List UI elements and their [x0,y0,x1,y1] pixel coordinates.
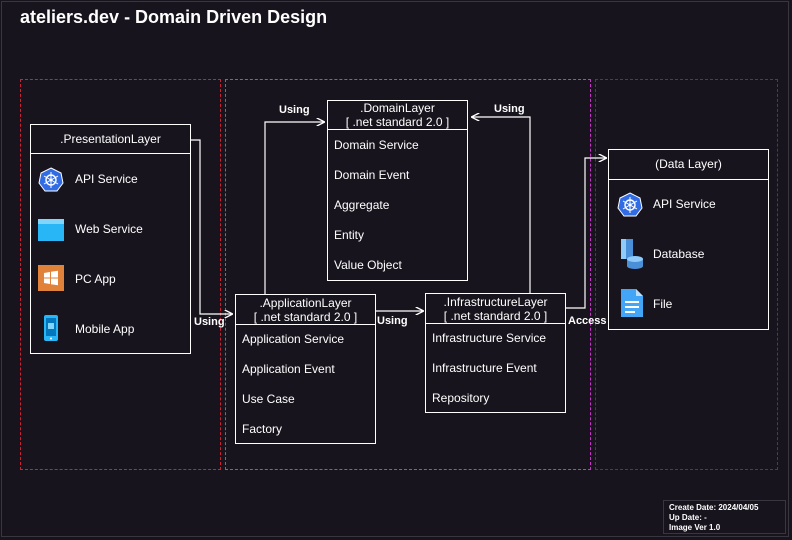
label-app-to-infra: Using [377,315,408,327]
label-app-to-domain: Using [279,104,310,116]
image-version: Image Ver 1.0 [669,523,721,532]
infrastructure-layer-framework: [ .net standard 2.0 ] [443,309,548,323]
data-region [595,79,778,470]
up-date: Up Date: - [669,513,707,522]
connector-infra-to-data [566,158,606,309]
create-date: Create Date: 2024/04/05 [669,503,759,512]
presentation-region [20,79,221,470]
connector-app-to-domain [264,122,324,294]
presentation-item-mobile-app: Mobile App [75,322,135,336]
infrastructure-item-repository: Repository [432,391,490,405]
domain-item-aggregate: Aggregate [334,198,390,212]
domain-layer-header: .DomainLayer [ .net standard 2.0 ] [328,101,467,130]
file-icon [621,289,643,317]
application-item-use-case: Use Case [242,392,295,406]
kubernetes-icon [38,167,64,192]
domain-item-entity: Entity [334,228,365,242]
data-item-database: Database [653,247,705,261]
domain-layer-box[interactable]: .DomainLayer [ .net standard 2.0 ] Domai… [327,100,468,281]
label-infra-to-data: Access [568,315,607,327]
data-layer-box[interactable]: (Data Layer) API Service Database File [608,149,769,330]
page-title: ateliers.dev - Domain Driven Design [20,7,328,27]
infrastructure-layer-title: .InfrastructureLayer [443,295,548,309]
domain-layer-title: .DomainLayer [360,101,435,115]
mobile-phone-icon [44,315,58,341]
domain-item-value-object: Value Object [334,258,402,272]
kubernetes-icon [617,192,643,217]
application-layer-box[interactable]: .ApplicationLayer [ .net standard 2.0 ] … [235,294,376,444]
connector-infra-to-domain [472,117,531,293]
label-infra-to-domain: Using [494,103,525,115]
application-layer-framework: [ .net standard 2.0 ] [253,310,358,324]
presentation-layer-title: .PresentationLayer [60,132,161,146]
infrastructure-layer-box[interactable]: .InfrastructureLayer [ .net standard 2.0… [425,293,566,413]
data-item-file: File [653,297,673,311]
application-item-factory: Factory [242,422,283,436]
database-icon [621,239,643,269]
data-layer-title: (Data Layer) [655,157,722,171]
label-presentation-to-app: Using [194,316,225,328]
browser-window-icon [38,219,64,241]
presentation-item-web-service: Web Service [75,222,143,236]
presentation-item-api-service: API Service [75,172,138,186]
infrastructure-item-infrastructure-event: Infrastructure Event [432,361,537,375]
core-region [225,79,591,470]
application-item-application-event: Application Event [242,362,335,376]
presentation-item-pc-app: PC App [75,272,116,286]
application-item-application-service: Application Service [242,332,345,346]
presentation-layer-header: .PresentationLayer [31,125,190,154]
data-layer-header: (Data Layer) [609,150,768,180]
version-info-box: Create Date: 2024/04/05 Up Date: - Image… [663,500,786,534]
domain-layer-framework: [ .net standard 2.0 ] [345,115,450,129]
infrastructure-layer-header: .InfrastructureLayer [ .net standard 2.0… [426,294,565,324]
application-layer-header: .ApplicationLayer [ .net standard 2.0 ] [236,295,375,325]
windows-icon [38,265,64,291]
domain-item-domain-service: Domain Service [334,138,419,152]
presentation-layer-box[interactable]: .PresentationLayer API Service Web Servi… [30,124,191,354]
data-item-api-service: API Service [653,197,716,211]
infrastructure-item-infrastructure-service: Infrastructure Service [432,331,547,345]
connector-presentation-to-app [190,139,232,314]
application-layer-title: .ApplicationLayer [259,296,352,310]
domain-item-domain-event: Domain Event [334,168,410,182]
